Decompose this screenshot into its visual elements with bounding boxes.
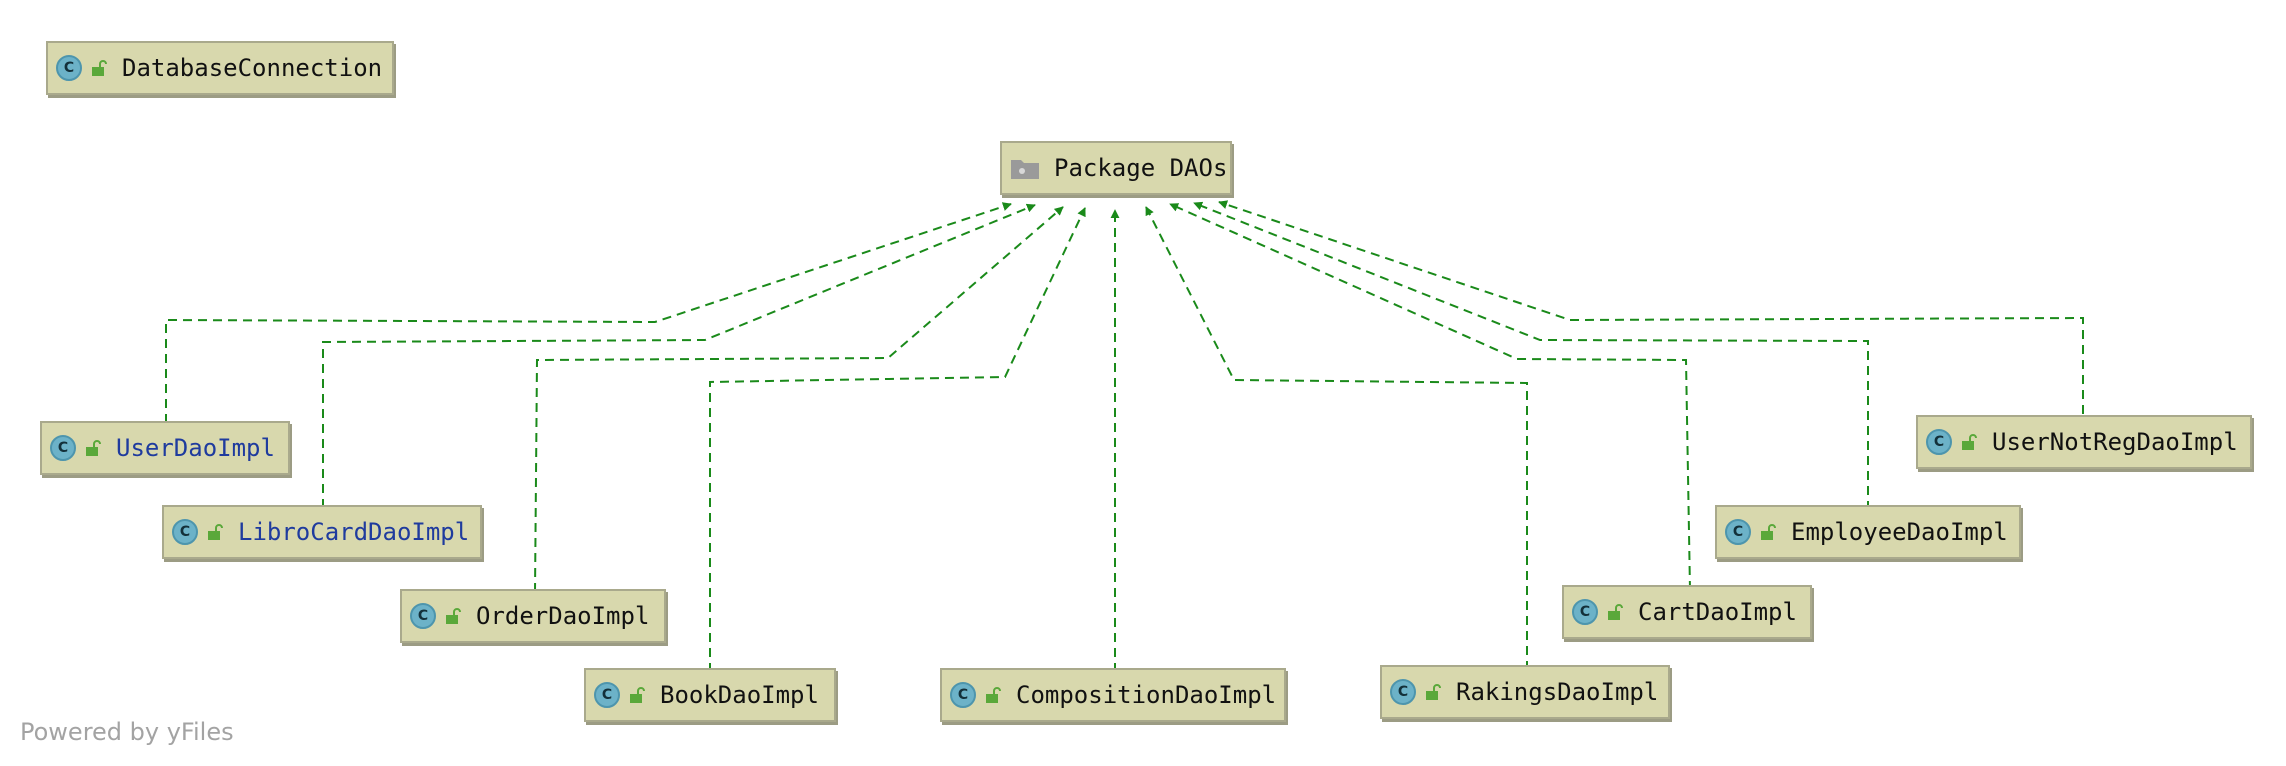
class-node-cartdaoimpl[interactable]: C CartDaoImpl [1562,585,1812,639]
class-node-orderdaoimpl[interactable]: C OrderDaoImpl [400,589,666,643]
class-node-librocarddaoimpl[interactable]: C LibroCardDaoImpl [162,505,482,559]
lock-open-icon [86,440,101,456]
powered-by-watermark: Powered by yFiles [20,718,234,746]
class-icon: C [1926,429,1952,455]
edge-librocard [322,203,1036,508]
lock-open-icon [446,608,461,624]
lock-open-icon [1962,434,1977,450]
lock-open-icon [986,687,1001,703]
class-icon: C [1572,599,1598,625]
class-label: CartDaoImpl [1638,598,1797,626]
edge-usernotregdao [1218,200,2084,414]
class-icon: C [1725,519,1751,545]
class-label: UserNotRegDaoImpl [1992,428,2238,456]
lock-open-icon [208,524,223,540]
class-node-employeedaoimpl[interactable]: C EmployeeDaoImpl [1715,505,2021,559]
edge-userdao [165,202,1012,423]
edge-cartdao [1169,203,1691,591]
lock-open-icon [92,60,107,76]
class-label: RakingsDaoImpl [1456,678,1659,706]
class-node-rakingsdaoimpl[interactable]: C RakingsDaoImpl [1380,665,1670,719]
lock-open-icon [630,687,645,703]
class-label: OrderDaoImpl [476,602,650,630]
class-icon: C [950,682,976,708]
edge-bookdao [709,207,1086,672]
class-node-usernotregdaoimpl[interactable]: C UserNotRegDaoImpl [1916,415,2252,469]
edge-employeedao [1193,201,1869,510]
class-icon: C [56,55,82,81]
class-icon: C [594,682,620,708]
class-node-userdaoimpl[interactable]: C UserDaoImpl [40,421,290,475]
package-label: Package DAOs [1054,154,1228,182]
class-label: UserDaoImpl [116,434,275,462]
lock-open-icon [1761,524,1776,540]
class-icon: C [410,603,436,629]
class-node-databaseconnection[interactable]: C DatabaseConnection [46,41,394,95]
folder-icon [1011,160,1039,179]
class-label: BookDaoImpl [660,681,819,709]
edge-orderdao [534,206,1064,593]
lock-open-icon [1608,604,1623,620]
class-label: DatabaseConnection [122,54,383,82]
class-label: EmployeeDaoImpl [1791,518,2008,546]
class-icon: C [172,519,198,545]
class-icon: C [1390,679,1416,705]
edge-rakingsdao [1145,206,1528,670]
class-node-bookdaoimpl[interactable]: C BookDaoImpl [584,668,836,722]
class-icon: C [50,435,76,461]
lock-open-icon [1426,684,1441,700]
package-node-daos[interactable]: Package DAOs [1000,141,1232,195]
class-label: CompositionDaoImpl [1016,681,1277,709]
class-node-compositiondaoimpl[interactable]: C CompositionDaoImpl [940,668,1286,722]
class-label: LibroCardDaoImpl [238,518,470,546]
